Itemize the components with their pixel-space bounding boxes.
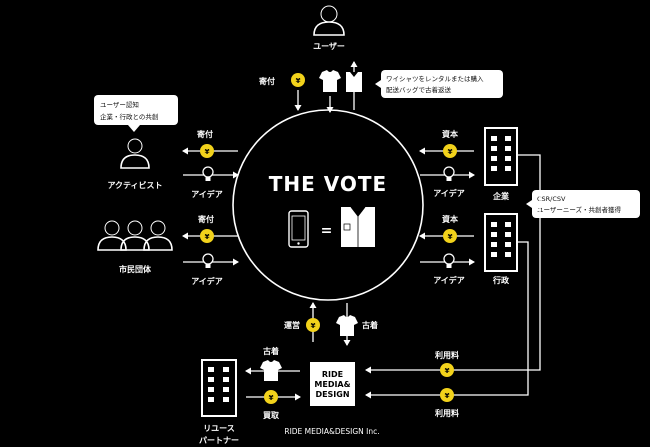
company-capital-label: 資本 (442, 129, 458, 139)
svg-text:¥: ¥ (205, 148, 210, 156)
logo-box (310, 362, 355, 406)
coin-icon: ¥ (291, 73, 305, 87)
group-icon (97, 220, 173, 251)
company-note: CSR/CSV ユーザーニーズ・共創者獲得 (526, 190, 640, 218)
user-note-line1: ワイシャツをレンタルまたは購入 (386, 74, 484, 83)
operation-label: 運営 (284, 320, 300, 330)
company-idea-label: アイデア (433, 188, 465, 198)
tshirt-icon (260, 360, 282, 381)
building-icon (484, 213, 518, 272)
company-note-line1: CSR/CSV (537, 195, 566, 203)
reuse-partner-label-line2: パートナー (199, 435, 239, 445)
used-clothes-reuse-label: 古着 (263, 346, 279, 356)
activist-label: アクティビスト (107, 180, 162, 190)
government-idea-label: アイデア (433, 275, 465, 285)
purchase-label: 買取 (263, 411, 279, 420)
activist-node: アクティビスト (107, 138, 163, 190)
activist-idea-label: アイデア (191, 189, 223, 199)
coin-icon: ¥ (200, 229, 214, 243)
smartphone-icon (288, 210, 309, 248)
building-icon (201, 359, 237, 417)
citizen-group-node: 市民団体 (97, 220, 173, 274)
lightbulb-icon (443, 253, 455, 268)
coin-icon: ¥ (264, 390, 278, 404)
dress-shirt-icon (346, 72, 362, 92)
tshirt-icon (319, 70, 341, 92)
user-icon (313, 5, 345, 36)
activist-donation-label: 寄付 (197, 129, 213, 139)
logo-line2: MEDIA& (314, 380, 350, 389)
government-capital-label: 資本 (442, 214, 458, 224)
platform-circle (232, 109, 424, 301)
user-donation-label: 寄付 (259, 76, 275, 86)
company-name: RIDE MEDIA&DESIGN Inc. (284, 427, 379, 436)
activist-note-line1: ユーザー認知 (100, 100, 139, 109)
user-note-line2: 配送バッグで古着返送 (386, 85, 452, 94)
used-clothes-center-label: 古着 (362, 320, 378, 330)
company-node: 企業 (484, 127, 518, 201)
center-platform: THE VOTE = (232, 109, 424, 301)
coin-icon: ¥ (443, 229, 457, 243)
svg-text:¥: ¥ (311, 322, 316, 330)
svg-text:¥: ¥ (448, 233, 453, 241)
platform-title: THE VOTE (269, 172, 387, 196)
company-note-bubble (532, 190, 640, 218)
usage-fee-label-1: 利用料 (434, 350, 459, 360)
tshirt-icon (336, 315, 358, 336)
coin-icon: ¥ (440, 363, 454, 377)
svg-text:¥: ¥ (269, 394, 274, 402)
reuse-partner-node: リユース パートナー (199, 359, 239, 445)
government-node: 行政 (484, 213, 518, 285)
usage-fee-label-2: 利用料 (434, 408, 459, 418)
company-label: 企業 (492, 191, 510, 201)
activist-note: ユーザー認知 企業・行政との共創 (94, 95, 178, 132)
folded-shirt-icon (341, 206, 375, 247)
activist-note-bubble (94, 95, 178, 125)
svg-text:¥: ¥ (445, 392, 450, 400)
lightbulb-icon (202, 166, 214, 181)
citizen-idea-label: アイデア (191, 276, 223, 286)
user-note-bubble (381, 70, 503, 98)
coin-icon: ¥ (443, 144, 457, 158)
logo-line1: RIDE (322, 370, 343, 379)
building-icon (484, 127, 518, 186)
lightbulb-icon (202, 253, 214, 268)
svg-text:¥: ¥ (448, 148, 453, 156)
activist-note-line2: 企業・行政との共創 (100, 112, 158, 121)
equals-sign: = (321, 223, 334, 239)
user-note: ワイシャツをレンタルまたは購入 配送バッグで古着返送 (375, 70, 503, 98)
logo-line3: DESIGN (315, 390, 349, 399)
coin-icon: ¥ (200, 144, 214, 158)
reuse-partner-label-line1: リユース (203, 424, 235, 433)
citizen-group-label: 市民団体 (119, 264, 152, 274)
activist-icon (120, 138, 150, 169)
company-note-line2: ユーザーニーズ・共創者獲得 (537, 205, 622, 214)
coin-icon: ¥ (440, 388, 454, 402)
citizen-donation-label: 寄付 (198, 214, 214, 224)
ride-media-design-logo: RIDE MEDIA& DESIGN (310, 362, 355, 406)
lightbulb-icon (443, 166, 455, 181)
svg-text:¥: ¥ (296, 77, 301, 85)
coin-icon: ¥ (306, 318, 320, 332)
svg-text:¥: ¥ (445, 367, 450, 375)
government-label: 行政 (492, 275, 509, 285)
user-label: ユーザー (313, 42, 345, 51)
svg-text:¥: ¥ (205, 233, 210, 241)
user-node: ユーザー (313, 5, 345, 51)
